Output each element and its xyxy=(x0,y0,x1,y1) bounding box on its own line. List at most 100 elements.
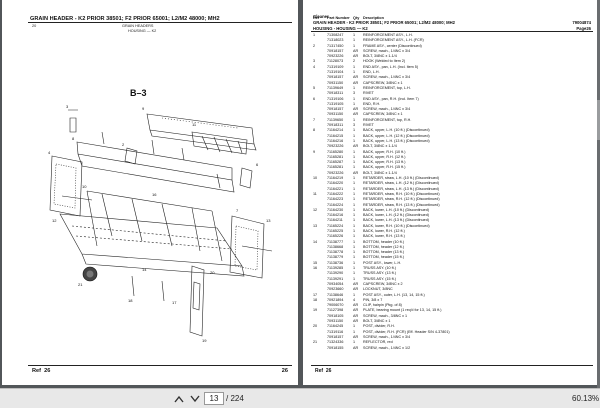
part-qty: 1 xyxy=(353,234,356,239)
part-number: 71164216 xyxy=(327,138,344,143)
svg-text:4: 4 xyxy=(48,150,51,155)
ref-number: 26 xyxy=(44,368,51,374)
part-qty: AR xyxy=(353,287,359,292)
part-description: BOLT, 3/8NC x 1-1/4 xyxy=(363,144,397,149)
right-ref-footer: Ref 26 xyxy=(315,368,331,374)
part-qty: 1 xyxy=(353,33,356,37)
part-qty: 2 xyxy=(353,59,356,64)
zoom-level[interactable]: 60.13% xyxy=(572,394,600,403)
part-qty: AR xyxy=(353,303,359,308)
part-number: 70918105 xyxy=(327,313,344,318)
scrollbar-thumb[interactable] xyxy=(597,100,600,140)
col-qty: Qty xyxy=(353,16,360,20)
part-description: CAPSCREW, 3/8NC x 2 xyxy=(363,281,403,286)
document-viewport[interactable]: GRAIN HEADER - K2 PRIOR 38501; F2 PRIOR … xyxy=(0,0,600,388)
part-number: 71164214 xyxy=(327,128,344,133)
part-ref xyxy=(313,346,327,351)
part-description: SCREW, mach., 1/4NC x 1/2 xyxy=(363,345,411,350)
subsection-name: HOUSING — K2 xyxy=(128,29,157,33)
right-page-label: Page26 xyxy=(576,26,591,31)
part-description: BOLT, 3/8NC x 1-1/4 xyxy=(363,170,397,175)
right-bracket xyxy=(239,167,253,189)
header-bottom-pan xyxy=(59,213,243,267)
part-qty: 1 xyxy=(353,250,356,255)
part-ref: 17 xyxy=(313,292,318,297)
part-description: SCREW, mach., 1/4NC x 3/4 xyxy=(363,334,411,339)
page-down-icon[interactable] xyxy=(186,391,204,406)
part-number: 71139650 xyxy=(327,117,344,122)
part-ref: 20 xyxy=(313,324,318,329)
part-number: 70931150 xyxy=(327,319,344,324)
part-number: 71164245 xyxy=(327,324,344,329)
part-number: 71138778 xyxy=(327,250,344,255)
page-number-input[interactable]: 13 xyxy=(204,392,224,405)
part-ref: 18 xyxy=(313,297,318,302)
part-description: BOTTOM, header (15 ft.) xyxy=(363,255,404,260)
part-ref: 9 xyxy=(313,149,316,154)
part-ref: 10 xyxy=(313,176,318,181)
part-description: REFLECTOR, red xyxy=(363,340,393,345)
part-qty: 1 xyxy=(353,207,356,212)
part-description: RIVET xyxy=(363,91,374,96)
part-number: 71165225 xyxy=(327,228,344,233)
part-number: 71319109 xyxy=(327,64,344,69)
part-description: BACK, upper, R.H. (10 ft.) xyxy=(363,149,406,154)
straw-retarder xyxy=(191,131,248,155)
part-ref: 19 xyxy=(313,308,318,313)
part-description: BACK, upper, R.H. (15 ft.) xyxy=(363,165,406,170)
part-number: 71164215 xyxy=(327,133,344,138)
part-number: 70921894 xyxy=(327,297,344,302)
part-description: PLATE, bearing mount (1 req'd for 13, 14… xyxy=(363,308,442,313)
right-ref-label: Ref xyxy=(315,368,324,374)
part-qty: 1 xyxy=(353,133,356,138)
part-number: 71139285 xyxy=(327,266,344,271)
part-qty: 1 xyxy=(353,64,356,69)
part-number: 70918157 xyxy=(327,334,344,339)
document-number: 79004874 xyxy=(572,20,591,25)
svg-text:17: 17 xyxy=(172,300,177,305)
part-description: SCREW, mach., 1/4NC x 3/4 xyxy=(363,48,411,53)
part-number: 70923226 xyxy=(327,144,344,149)
part-qty: AR xyxy=(353,319,359,324)
parts-column-headers: Ref Part Number Qty Description xyxy=(313,16,413,20)
part-number: 70931150 xyxy=(327,80,344,85)
part-description: BACK, upper, R.H. (13 ft.) xyxy=(363,160,406,165)
part-description: END, L.H. xyxy=(363,70,380,75)
svg-text:6: 6 xyxy=(256,162,259,167)
left-page-number: 26 xyxy=(281,368,288,374)
part-number: 71164211 xyxy=(327,218,343,223)
divider-post xyxy=(189,265,205,337)
page-up-icon[interactable] xyxy=(170,391,188,406)
part-qty: AR xyxy=(353,345,359,350)
part-description: FRAME ASY., center (Discontinued) xyxy=(363,43,422,48)
part-description: RETARDER, straw, R.H. (12 ft.) (Disconti… xyxy=(363,197,440,202)
part-number: 71139649 xyxy=(327,85,344,90)
part-description: REINFORCEMENT, top, L.H. xyxy=(363,85,411,90)
part-number: 71164221 xyxy=(327,186,344,191)
part-qty: 1 xyxy=(353,154,356,159)
part-number: 70918157 xyxy=(327,107,344,112)
part-ref: 7 xyxy=(313,117,316,122)
svg-text:2: 2 xyxy=(122,142,125,147)
vertical-scrollbar[interactable] xyxy=(597,0,600,388)
part-qty: 1 xyxy=(353,228,356,233)
svg-text:16: 16 xyxy=(152,192,157,197)
